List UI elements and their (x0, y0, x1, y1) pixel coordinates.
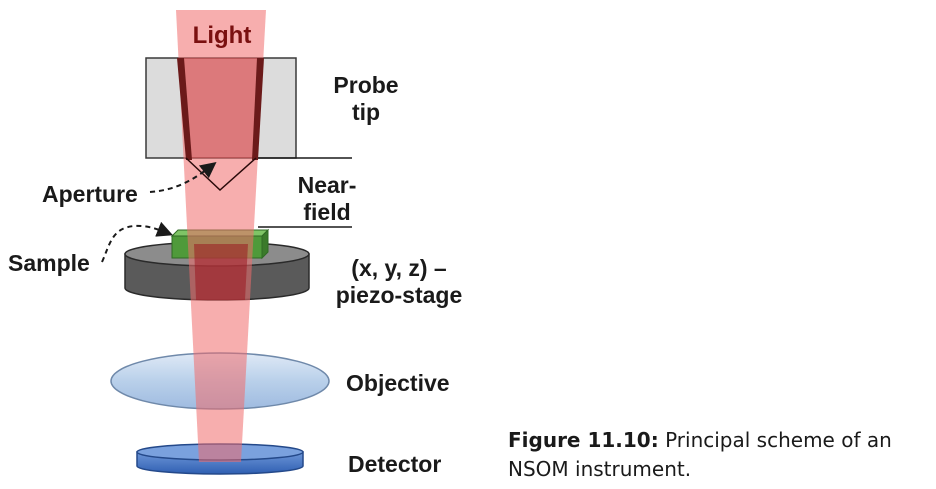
beam-in-probe (180, 58, 262, 158)
objective-label: Objective (346, 370, 450, 396)
probe-label-line2: tip (351, 99, 381, 125)
probe-wall-right (252, 58, 264, 160)
nearfield-label-line1: Near- (297, 172, 357, 198)
caption-label: Figure 11.10: (508, 428, 659, 452)
aperture-tip (185, 157, 257, 192)
stage-label-line2: piezo-stage (335, 282, 463, 308)
piezo-stage-label: (x, y, z) – piezo-stage (322, 255, 476, 309)
light-beam (176, 10, 266, 462)
probe-label-line1: Probe (333, 72, 399, 98)
probe-tip-label: Probe tip (320, 72, 412, 126)
light-label: Light (192, 22, 252, 49)
figure-caption: Figure 11.10: Principal scheme of an NSO… (508, 426, 936, 484)
detector-label: Detector (348, 451, 442, 477)
beam-in-stage (194, 244, 248, 300)
caption-text: Principal scheme of an NSOM instrument. (508, 428, 892, 481)
aperture-label: Aperture (42, 181, 138, 207)
near-field-label: Near- field (282, 172, 372, 226)
aperture-arrow (149, 162, 217, 193)
sample-label: Sample (8, 250, 90, 276)
nearfield-label-line2: field (303, 199, 351, 225)
stage-label-line1: (x, y, z) – (351, 255, 447, 281)
probe-wall-left (177, 58, 192, 160)
